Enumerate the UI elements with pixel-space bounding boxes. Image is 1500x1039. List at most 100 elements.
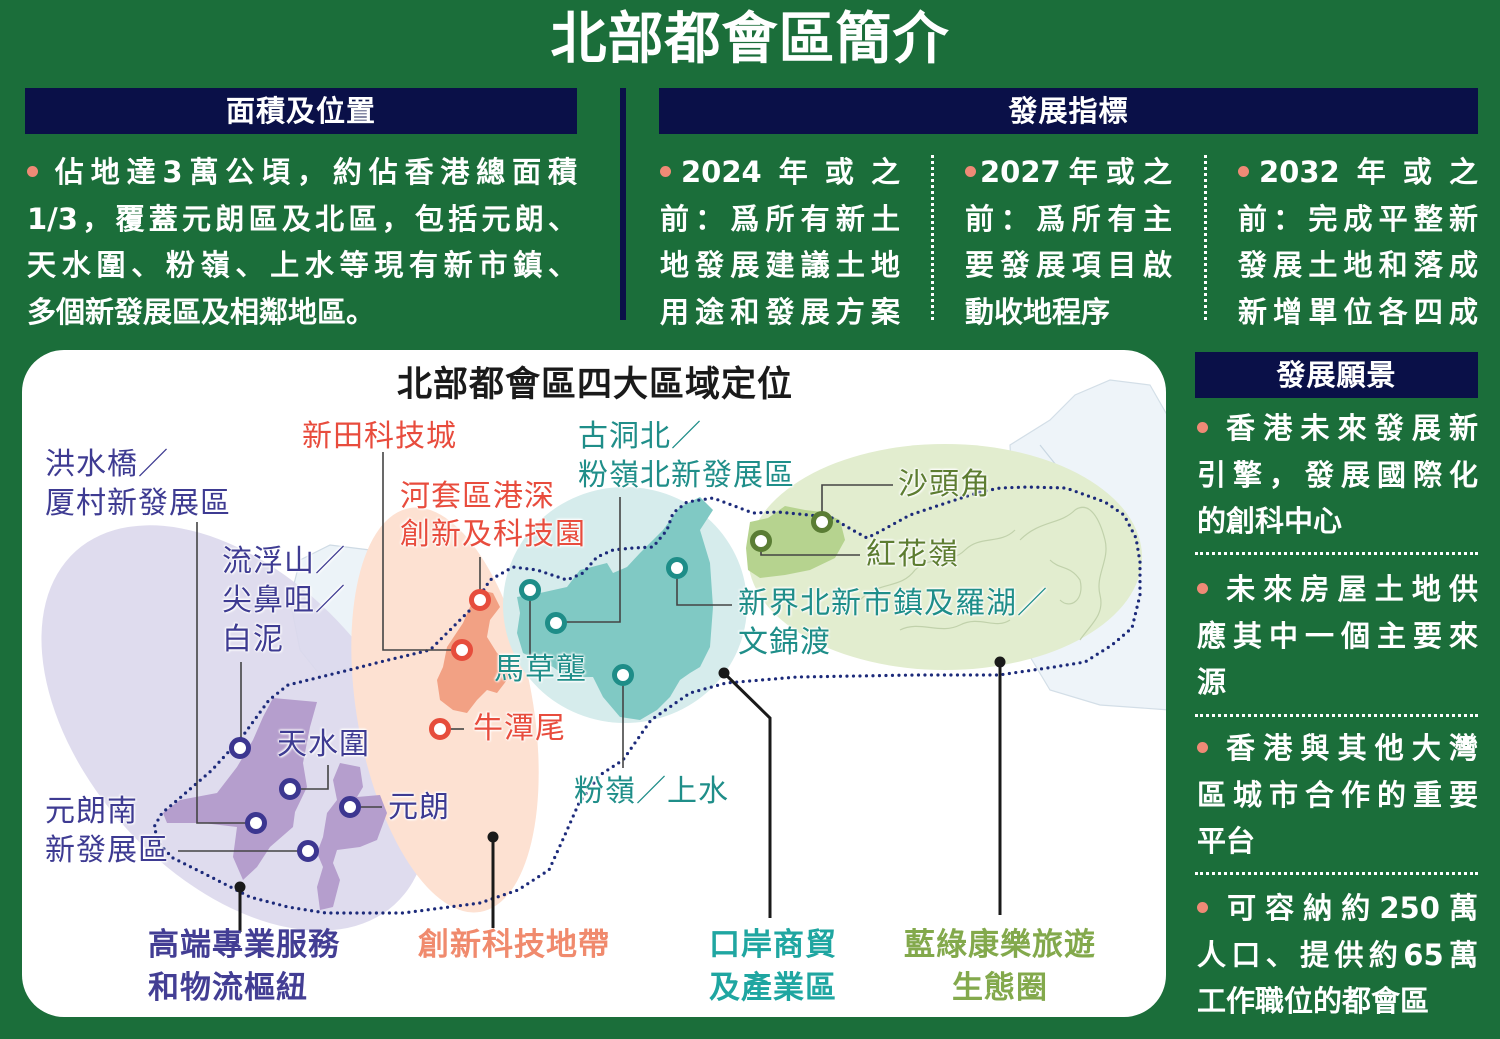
map-title: 北部都會區四大區域定位: [396, 365, 793, 405]
indicator-line: 用途和發展方案: [660, 294, 900, 329]
zone-pointer-dots: [234, 656, 1006, 893]
column-separator: [931, 155, 934, 320]
label-line: 古洞北／: [578, 419, 702, 454]
indicator-line-text: 2027年或之: [980, 155, 1172, 189]
label-line: 新界北新市鎮及羅湖／: [738, 586, 1048, 621]
vision-line: 可容納約250萬: [1197, 885, 1478, 932]
indicator-line: 前：爲所有新土: [660, 201, 900, 236]
zone-label-innovation-technology: 創新科技地帶: [418, 924, 610, 967]
label-line: 元朗南: [45, 794, 138, 829]
label-yuen-long-south: 元朗南 新發展區: [45, 792, 169, 870]
indicator-column-2032: 2032年或之 前：完成平整新 發展土地和落成 新增單位各四成: [1238, 149, 1478, 335]
indicator-column-2024: 2024年或之 前：爲所有新土 地發展建議土地 用途和發展方案: [660, 149, 900, 335]
area-line: 佔地達3萬公頃，約佔香港總面積: [27, 149, 577, 196]
tin-shui-wai-land: [163, 698, 317, 880]
label-ngau-tam-mei: 牛潭尾: [473, 709, 566, 748]
vision-divider: [1195, 552, 1478, 555]
indicator-line: 2032年或之: [1238, 149, 1478, 196]
vision-header: 發展願景: [1195, 352, 1478, 398]
marker-hung-shui-kiu: [245, 812, 267, 834]
bullet-icon: [1197, 421, 1208, 433]
zone-label-line: 口岸商貿: [709, 927, 837, 963]
zone-ellipse-green: [748, 444, 1142, 670]
column-separator: [1204, 155, 1207, 320]
bullet-icon: [1238, 165, 1249, 177]
label-line: 河套區港深: [400, 479, 555, 514]
bullet-icon: [965, 165, 976, 177]
vision-line-text: 未來房屋土地供: [1218, 572, 1478, 606]
vision-line: 香港與其他大灣: [1197, 725, 1478, 772]
label-loop: 河套區港深 創新及科技園: [400, 478, 586, 554]
marker-lau-fau-shan: [229, 737, 251, 759]
label-line: 文錦渡: [738, 625, 831, 660]
marker-loop: [469, 589, 491, 611]
vision-line-text: 香港與其他大灣: [1218, 731, 1478, 765]
label-kwu-tung: 古洞北／ 粉嶺北新發展區: [578, 417, 795, 495]
area-line: 1/3，覆蓋元朗區及北區，包括元朗、: [27, 201, 577, 236]
map-graphic: [41, 379, 1166, 932]
bullet-icon: [660, 165, 671, 177]
vision-line: 應其中一個主要來: [1197, 618, 1478, 653]
area-header: 面積及位置: [25, 88, 577, 134]
label-lo-wu: 新界北新市鎮及羅湖／ 文錦渡: [738, 584, 1048, 662]
marker-yuen-long-south: [297, 840, 319, 862]
vision-line: 源: [1197, 665, 1227, 699]
indicator-line: 地發展建議土地: [660, 248, 900, 282]
marker-hung-fa-leng: [750, 530, 772, 552]
label-tin-shui-wai: 天水圍: [277, 725, 370, 764]
vision-item: 香港未來發展新 引擎，發展國際化 的創科中心: [1197, 405, 1478, 545]
vision-item: 未來房屋土地供 應其中一個主要來 源: [1197, 566, 1478, 706]
vision-divider: [1195, 714, 1478, 717]
label-line: 新發展區: [45, 833, 169, 868]
teal-markers: [519, 557, 688, 686]
marker-tin-shui-wai: [279, 778, 301, 800]
bullet-icon: [1197, 741, 1208, 753]
indicators-header: 發展指標: [659, 88, 1478, 134]
label-yuen-long: 元朗: [388, 788, 450, 827]
label-lau-fau-shan: 流浮山／ 尖鼻咀／ 白泥: [222, 542, 346, 659]
area-line-text: 佔地達3萬公頃，約佔香港總面積: [48, 155, 577, 189]
vision-line: 香港未來發展新: [1197, 405, 1478, 452]
label-ma-tso-lung: 馬草壟: [494, 650, 587, 689]
zone-label-professional-services: 高端專業服務 和物流樞紐: [148, 924, 340, 1010]
zone-label-line: 生態圈: [952, 970, 1048, 1006]
vision-divider: [1195, 872, 1478, 875]
leader-lines: [178, 452, 893, 852]
vision-line: 平台: [1197, 824, 1256, 858]
coastline-lines: [859, 506, 1107, 641]
indicator-line: 要發展項目啟: [965, 248, 1172, 282]
vision-line-text: 香港未來發展新: [1218, 411, 1478, 445]
label-line: 白泥: [222, 622, 284, 657]
label-line: 紅花嶺: [866, 537, 959, 572]
bullet-icon: [27, 165, 38, 177]
label-line: 粉嶺／上水: [574, 774, 729, 809]
label-line: 洪水橋／: [45, 447, 169, 482]
label-line: 厦村新發展區: [45, 486, 231, 521]
label-line: 元朗: [388, 790, 450, 825]
zone-label-line: 及產業區: [709, 970, 837, 1006]
fanling-land: [517, 497, 713, 720]
label-hung-shui-kiu: 洪水橋／ 厦村新發展區: [45, 445, 231, 523]
vision-item: 香港與其他大灣 區城市合作的重要 平台: [1197, 725, 1478, 865]
label-line: 粉嶺北新發展區: [578, 458, 795, 493]
marker-lo-wu: [666, 557, 688, 579]
bullet-icon: [1197, 582, 1208, 594]
marker-yuen-long: [339, 796, 361, 818]
marker-ma-tso-lung: [519, 579, 541, 601]
label-sha-tau-kok: 沙頭角: [898, 465, 991, 504]
indicator-line: 動收地程序: [965, 294, 1111, 329]
label-hung-fa-leng: 紅花嶺: [866, 535, 959, 574]
marker-ngau-tam-mei: [429, 718, 451, 740]
vision-line: 人口、提供約65萬: [1197, 937, 1478, 972]
label-line: 尖鼻咀／: [222, 583, 346, 618]
label-line: 新田科技城: [302, 419, 457, 454]
page-title: 北部都會區簡介: [550, 7, 950, 72]
indicator-line-text: 2024年或之: [681, 155, 900, 189]
marker-kwu-tung: [545, 612, 567, 634]
vision-line: 的創科中心: [1197, 504, 1343, 538]
vision-line: 引擎，發展國際化: [1197, 457, 1478, 492]
map-layer: 北部都會區四大區域定位 洪水橋／ 厦村新發展區 流浮山／ 尖鼻咀／ 白泥 新田科…: [22, 350, 1166, 1017]
indicator-line: 2024年或之: [660, 149, 900, 196]
indicator-line: 發展土地和落成: [1238, 248, 1478, 282]
zone-pointers: [238, 662, 1002, 932]
